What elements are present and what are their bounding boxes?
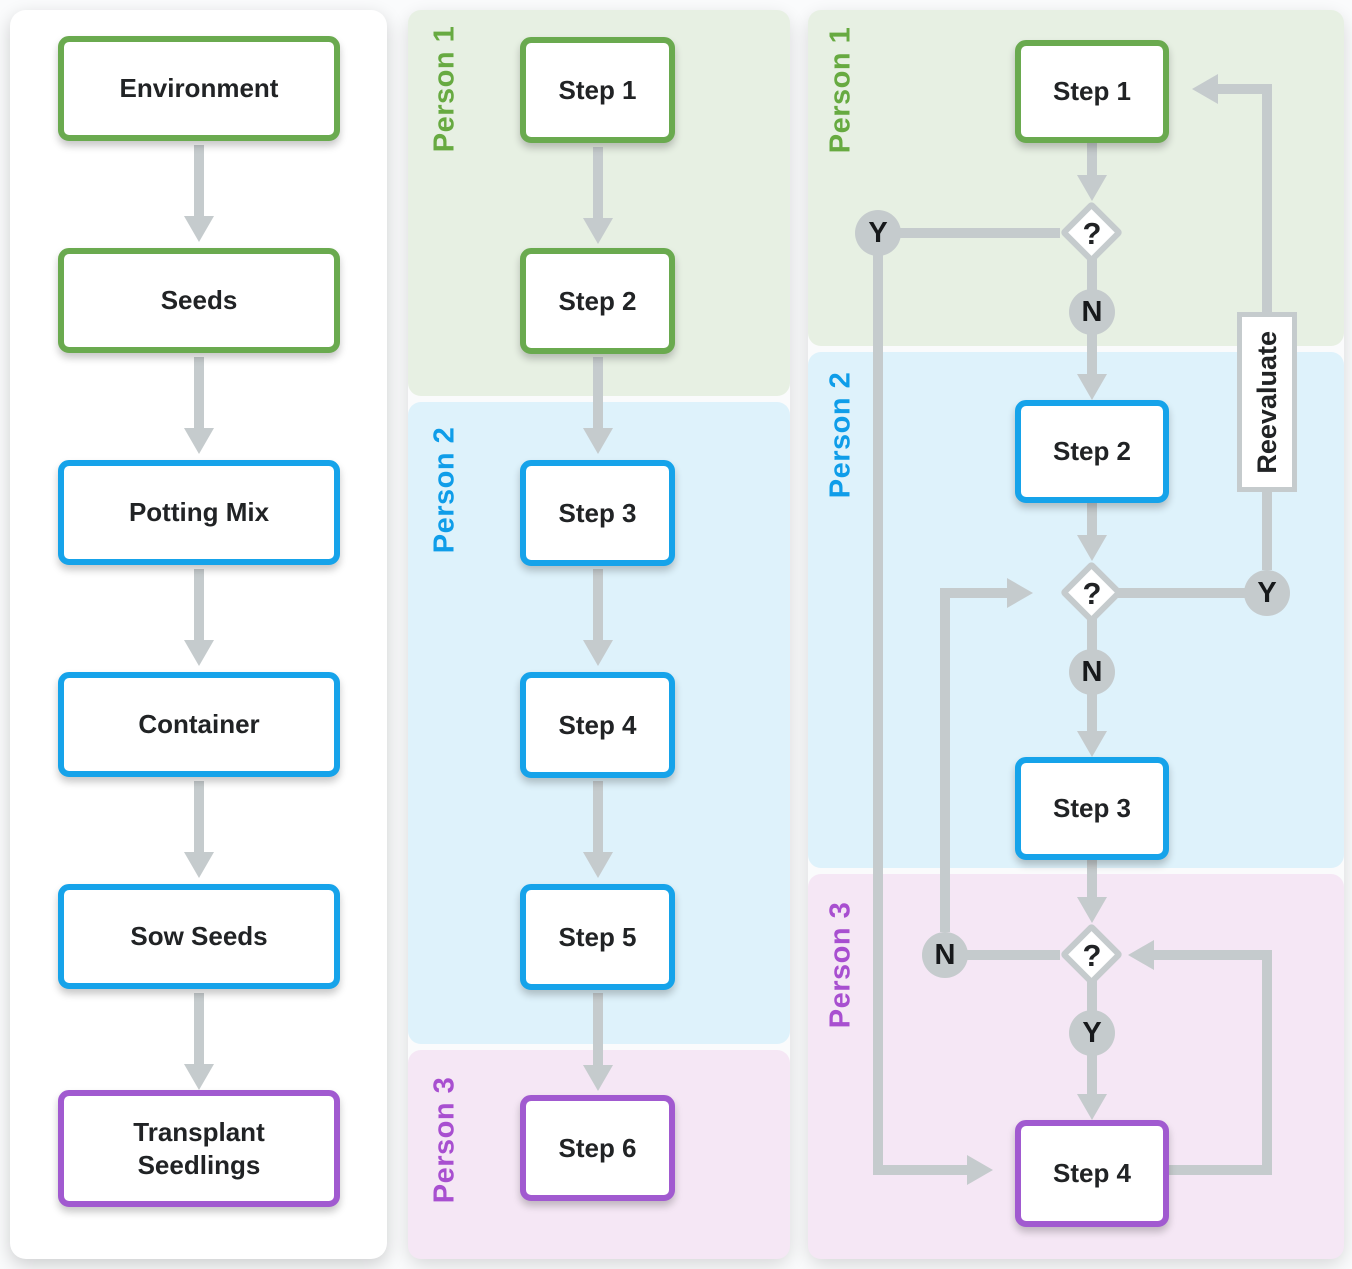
decision2-yes-badge: Y	[1244, 570, 1290, 616]
lane-label-person3: Person 3	[824, 901, 857, 1029]
decision-flow-step3: Step 3	[1015, 757, 1169, 860]
arrow-step4-step5	[583, 781, 613, 878]
connector-decision3-no3	[945, 950, 1060, 960]
seq-box-step5: Step 5	[520, 884, 675, 990]
decision3-no-badge: N	[922, 932, 968, 978]
seq-box-step4: Step 4	[520, 672, 675, 778]
loop-step4-vertical	[1262, 950, 1272, 1175]
connector-yes3-step4	[1077, 1054, 1107, 1120]
connector-step3-decision3	[1077, 860, 1107, 923]
flow-box-container: Container	[58, 672, 340, 777]
lane-label-person1: Person 1	[428, 25, 461, 153]
loop-yes1-vertical	[873, 250, 883, 1175]
seq-box-step2: Step 2	[520, 248, 675, 354]
reevaluate-annotation: Reevaluate	[1237, 312, 1297, 492]
panel-linear-flow: Environment Seeds Potting Mix Container …	[10, 10, 387, 1259]
loop-yes1-arrow-step4	[873, 1155, 993, 1185]
connector-decision1-yes1	[878, 228, 1060, 238]
arrow-step2-step3	[583, 357, 613, 454]
lane-label-person2: Person 2	[428, 426, 461, 554]
connector-decision1-no	[1087, 258, 1097, 298]
flow-box-seeds: Seeds	[58, 248, 340, 353]
arrow-pottingmix-container	[184, 569, 214, 666]
decision3-question: ?	[1082, 938, 1102, 973]
arrow-container-sowseeds	[184, 781, 214, 878]
flow-box-sow-seeds: Sow Seeds	[58, 884, 340, 989]
connector-decision2-no	[1087, 618, 1097, 658]
flow-box-environment: Environment	[58, 36, 340, 141]
arrow-sowseeds-transplant	[184, 993, 214, 1090]
decision1-yes-badge: Y	[855, 210, 901, 256]
arrow-step3-step4	[583, 569, 613, 666]
flow-box-transplant-seedlings: Transplant Seedlings	[58, 1090, 340, 1207]
loop-no3-arrow-decision2	[940, 578, 1033, 608]
lane-label-person2: Person 2	[824, 371, 857, 499]
seq-box-step6: Step 6	[520, 1095, 675, 1201]
decision-flow-step2: Step 2	[1015, 400, 1169, 503]
decision-flow-step1: Step 1	[1015, 40, 1169, 143]
connector-no2-step3	[1077, 692, 1107, 757]
connector-decision3-yes	[1087, 980, 1097, 1020]
decision1-no-badge: N	[1069, 289, 1115, 335]
arrow-environment-seeds	[184, 145, 214, 242]
arrow-seeds-pottingmix	[184, 357, 214, 454]
panel-swimlane-sequence: Person 1 Person 2 Person 3 Step 1 Step 2…	[408, 10, 790, 1259]
loop-step4-horizontal	[1169, 1165, 1272, 1175]
seq-box-step3: Step 3	[520, 460, 675, 566]
decision3-yes-badge: Y	[1069, 1010, 1115, 1056]
seq-box-step1: Step 1	[520, 37, 675, 143]
panel-decision-flow: Person 1 Person 2 Person 3 Reevaluate St…	[808, 10, 1344, 1259]
loop-reevaluate-arrow-step1	[1192, 74, 1272, 104]
connector-step1-decision1	[1077, 143, 1107, 201]
decision2-no-badge: N	[1069, 649, 1115, 695]
decision-flow-step4: Step 4	[1015, 1120, 1169, 1227]
connector-step2-decision2	[1077, 503, 1107, 561]
decision2-question: ?	[1082, 576, 1102, 611]
reevaluate-label: Reevaluate	[1251, 330, 1282, 474]
arrow-step5-step6	[583, 993, 613, 1091]
lane-label-person1: Person 1	[824, 26, 857, 154]
loop-no3-vertical	[940, 590, 950, 932]
loop-step4-arrow-decision3	[1128, 940, 1272, 970]
decision1-question: ?	[1082, 216, 1102, 251]
connector-no1-step2	[1077, 330, 1107, 400]
flow-box-potting-mix: Potting Mix	[58, 460, 340, 565]
connector-decision2-yes2	[1105, 588, 1245, 598]
arrow-step1-step2	[583, 147, 613, 244]
lane-label-person3: Person 3	[428, 1076, 461, 1204]
